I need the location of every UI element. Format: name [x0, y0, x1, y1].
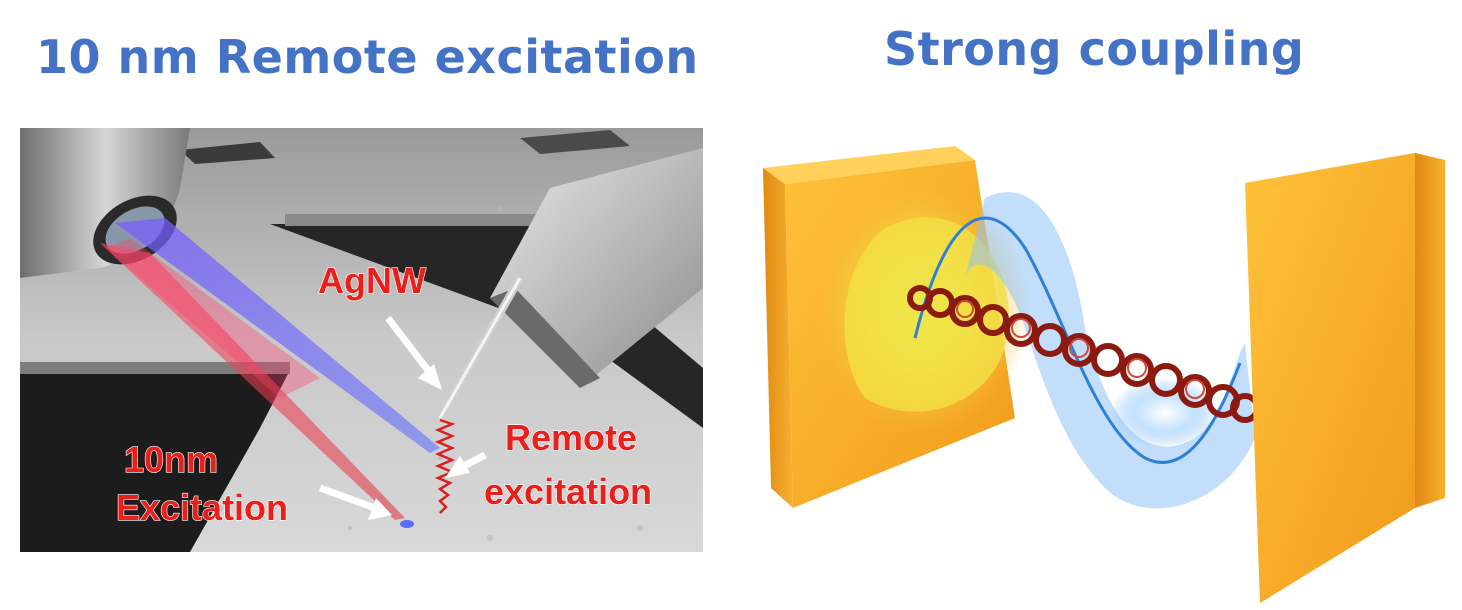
grey-strip [285, 214, 565, 226]
dark-flake [20, 370, 290, 552]
label-10nm: 10nm [124, 439, 218, 480]
right-title: Strong coupling [884, 22, 1305, 76]
wave-node-glow [1110, 378, 1220, 448]
small-flake-2 [520, 130, 630, 154]
blue-beam [115, 218, 440, 453]
small-flake [180, 142, 275, 164]
field-lobe [844, 217, 1009, 412]
left-title: 10 nm Remote excitation [36, 30, 699, 84]
label-remote-excitation: excitation [484, 471, 652, 512]
hotspot [400, 520, 414, 528]
annotation-arrows [318, 315, 487, 520]
red-beam [100, 243, 405, 520]
strong-coupling-illustration [763, 146, 1445, 603]
nanowire-plasmon-coil [434, 418, 456, 514]
dark-flake-top [20, 362, 290, 374]
tip-holder-shadow [490, 288, 600, 388]
label-agnw: AgNW [318, 260, 426, 301]
cavity-wave [913, 216, 1242, 464]
right-mirror [1245, 153, 1445, 603]
remote-excitation-illustration: AgNW Remote excitation 10nm Excitation [20, 128, 703, 552]
label-remote: Remote [505, 417, 637, 458]
molecule-highlights [956, 300, 1205, 399]
red-beam-2 [105, 238, 320, 398]
label-excitation: Excitation [116, 487, 288, 528]
molecule-chain [907, 285, 1260, 423]
